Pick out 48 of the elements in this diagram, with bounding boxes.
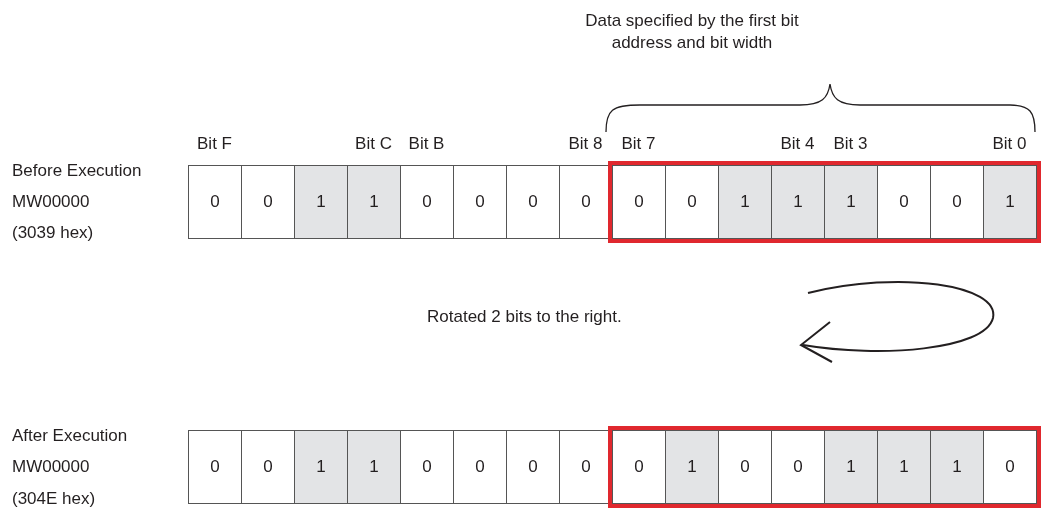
bit-cell: 1 [877,430,931,504]
bit-cell: 0 [400,165,454,239]
bit-cell: 0 [877,165,931,239]
bit-cell: 1 [347,165,401,239]
bit-label: Bit C [354,133,393,155]
bit-cell: 1 [294,165,348,239]
bit-cell: 0 [453,165,507,239]
bit-cell: 0 [400,430,454,504]
bit-label: Bit 3 [832,133,869,155]
brace-note: Data specified by the first bit address and bit width [584,10,800,55]
bit-cell: 0 [241,165,295,239]
bit-cell: 0 [983,430,1037,504]
bit-cell: 0 [612,165,666,239]
bit-cell: 0 [612,430,666,504]
rotation-note: Rotated 2 bits to the right. [427,306,622,328]
bit-cell: 0 [188,165,242,239]
bit-cell: 0 [771,430,825,504]
bit-label: Bit B [407,133,446,155]
bit-label: Bit F [196,133,233,155]
bit-cell: 0 [718,430,772,504]
bit-cell: 0 [665,165,719,239]
highlight-frame [608,426,1041,508]
bit-cell: 1 [718,165,772,239]
bit-cell: 0 [930,165,984,239]
bit-cell: 1 [665,430,719,504]
bit-cell: 1 [824,430,878,504]
bit-label: Bit 0 [991,133,1028,155]
row-label: After Execution [12,425,128,447]
bit-cell: 1 [983,165,1037,239]
bit-cell: 1 [771,165,825,239]
bit-label: Bit 4 [779,133,816,155]
row-label: (3039 hex) [12,222,94,244]
bit-cell: 1 [347,430,401,504]
bit-label: Bit 8 [567,133,604,155]
row-label: Before Execution [12,160,142,182]
bit-label: Bit 7 [620,133,657,155]
highlight-frame [608,161,1041,243]
bit-cell: 0 [188,430,242,504]
bit-cell: 1 [294,430,348,504]
row-label: (304E hex) [12,488,96,510]
row-label: MW00000 [12,191,90,213]
bit-cell: 0 [506,430,560,504]
bit-cell: 0 [241,430,295,504]
bit-cell: 0 [506,165,560,239]
row-label: MW00000 [12,456,90,478]
bit-cell: 1 [824,165,878,239]
bit-cell: 1 [930,430,984,504]
bit-cell: 0 [453,430,507,504]
